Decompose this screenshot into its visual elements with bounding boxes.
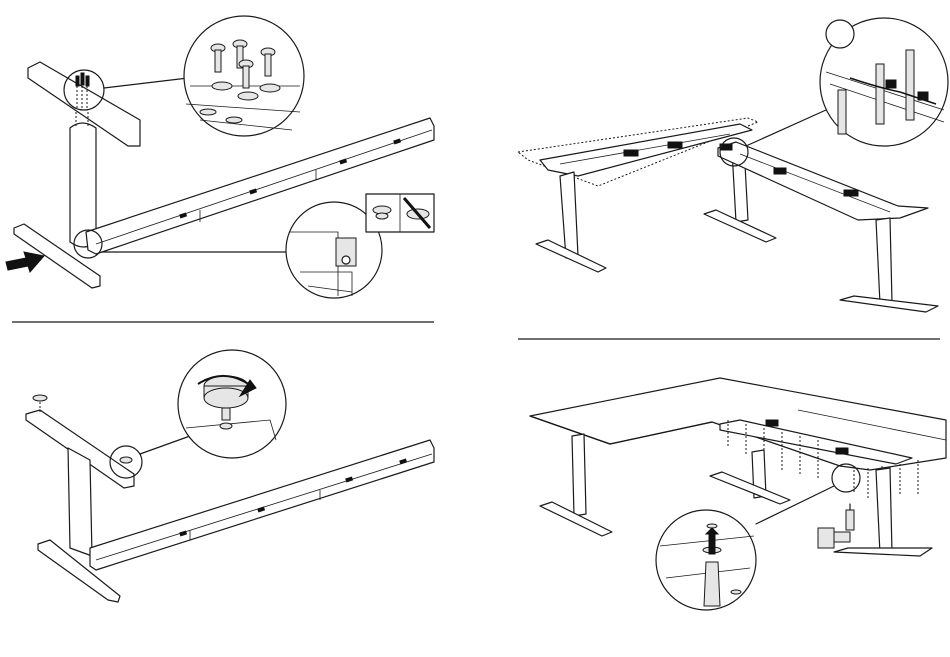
callout-circle-mount-origin (832, 464, 860, 492)
step-badge (826, 20, 854, 48)
zoom-detail-adjuster (178, 350, 286, 458)
panel-step-attach-foot (6, 16, 434, 298)
lifting-column-2 (68, 448, 92, 556)
panel-step-mount-desktop (530, 378, 946, 610)
right-leg (876, 218, 892, 304)
panel-step-desk-frame-assembled (518, 18, 948, 312)
panel-step-level-adjuster (26, 350, 434, 602)
zoom-detail-screws (184, 16, 304, 136)
right-leg-2 (876, 468, 892, 554)
push-arrow-icon (6, 252, 44, 272)
washer-comparison-box (366, 194, 434, 232)
left-leg-2 (572, 434, 586, 516)
left-leg (560, 172, 578, 258)
drill-icon (818, 504, 854, 548)
lifting-column (70, 123, 96, 247)
zoom-detail-screw-mount (656, 510, 756, 610)
